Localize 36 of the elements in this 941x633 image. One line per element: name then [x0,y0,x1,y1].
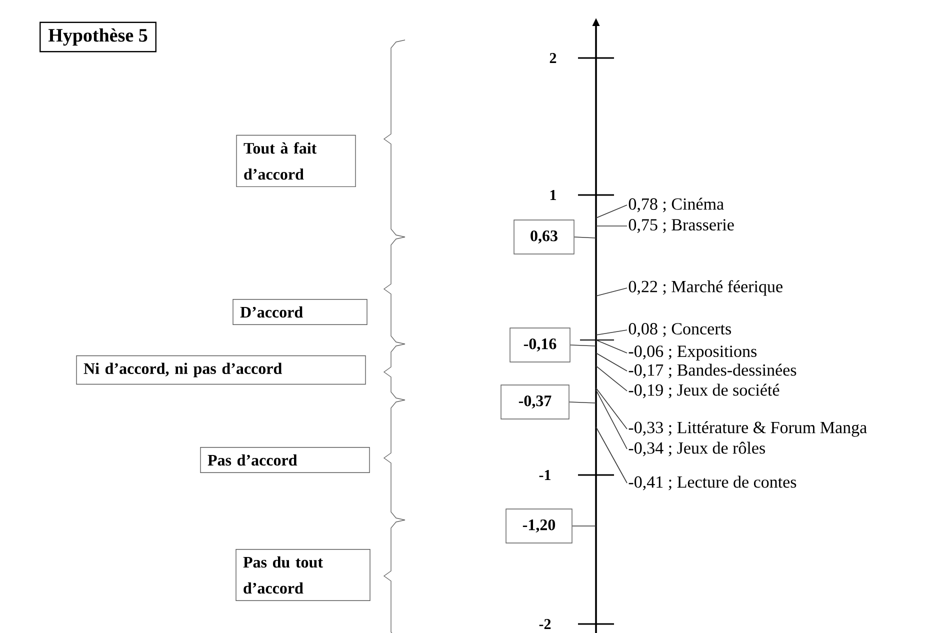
value-label: 0,78 ; Cinéma [628,198,724,212]
value-label: -0,33 ; Littérature & Forum Manga [628,421,867,437]
tick-label: 2 [550,53,556,63]
leader-line [574,236,596,238]
tick-label: -2 [539,619,551,629]
value-label: 0,75 ; Brasserie [628,219,734,233]
category-box: Tout à fait d’accord [236,134,356,188]
threshold-box: -1,20 [506,508,572,544]
value-label: 0,22 ; Marché féerique [628,280,782,296]
tick-label: -1 [539,470,550,480]
value-label: -0,34 ; Jeux de rôles [628,442,765,456]
leader-line [596,388,628,430]
category-box: Pas d’accord [200,447,370,473]
leader-line [596,352,628,372]
threshold-box: -0,16 [510,328,570,362]
title-box: Hypothèse 5 [40,22,156,52]
leader-line [596,204,628,218]
value-label: -0,19 ; Jeux de société [628,384,780,398]
leader-line [570,344,596,346]
leader-line [596,366,628,392]
leader-line [596,288,628,296]
threshold-box: 0,63 [514,220,574,254]
leader-line [596,390,628,450]
leader-line [596,330,628,336]
value-label: -0,41 ; Lecture de contes [628,476,796,490]
leader-line [596,340,628,354]
category-box: D’accord [232,299,368,325]
tick-label: 1 [550,190,556,200]
category-box: Ni d’accord, ni pas d’accord [76,355,366,385]
value-label: 0,08 ; Concerts [628,323,732,337]
value-label: -0,06 ; Expositions [628,346,757,360]
category-box: Pas du tout d’accord [236,549,370,601]
leader-line [596,426,628,484]
leader-line [568,402,596,404]
value-label: -0,17 ; Bandes-dessinées [628,364,796,378]
threshold-box: -0,37 [500,384,570,420]
